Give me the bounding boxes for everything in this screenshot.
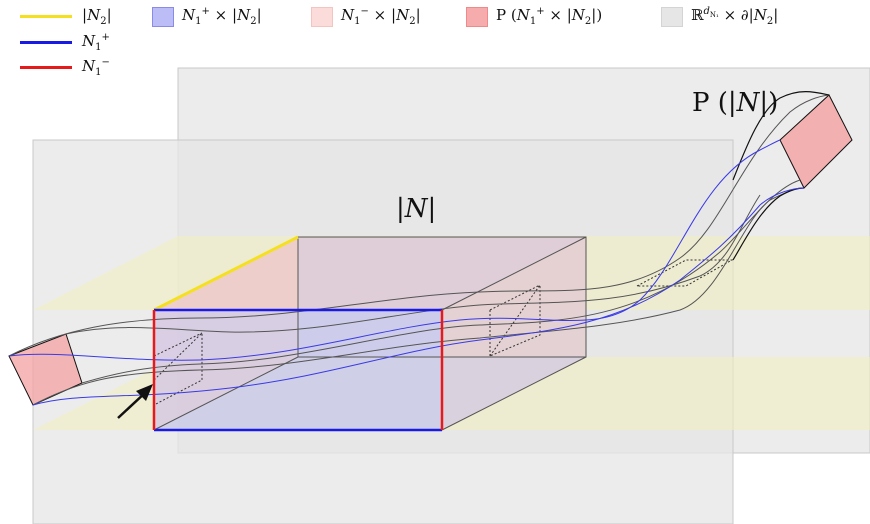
legend-item-n2: |N2| [20, 6, 112, 27]
blue-box-swatch [152, 6, 174, 27]
legend-label-n1-plus: N1+ [82, 32, 110, 53]
pointer-arrow [117, 384, 153, 419]
flow-lines-blue [8, 139, 805, 406]
legend-label-n1-minus: N1− [82, 57, 110, 78]
legend-item-blue-box: N1+ × |N2| [152, 6, 262, 27]
box-front-face [154, 310, 442, 430]
label-n-abs: |N| [396, 194, 437, 224]
yellow-line-swatch [20, 15, 72, 18]
legend-item-n1-minus: N1− [20, 57, 110, 78]
red-box-swatch [466, 6, 488, 27]
flow-lines-black [8, 94, 830, 406]
legend-item-n1-plus: N1+ [20, 32, 110, 53]
legend-item-gray-box: ℝdN₁ × ∂|N2| [661, 6, 778, 27]
label-p-n: P (|N|) [692, 88, 779, 118]
box-edges [153, 236, 587, 431]
legend-item-pink-box: N1− × |N2| [311, 6, 421, 27]
legend-label-pink-box: N1− × |N2| [341, 6, 421, 27]
legend-label-blue-box: N1+ × |N2| [182, 6, 262, 27]
end-cap-right [779, 94, 853, 189]
legend-label-gray-box: ℝdN₁ × ∂|N2| [691, 6, 779, 27]
legend-label-n2: |N2| [82, 6, 112, 27]
n2-edge [153, 235, 299, 312]
red-line-swatch [20, 66, 72, 69]
blue-line-swatch [20, 41, 72, 44]
legend-label-red-box: P (N1+ × |N2|) [496, 6, 603, 27]
legend-item-red-box: P (N1+ × |N2|) [466, 6, 602, 27]
legend: |N2| N1+ N1− N1+ × |N2| N1− × |N2| P (N1… [0, 0, 870, 90]
gray-box-swatch [661, 6, 683, 27]
pink-box-swatch [311, 6, 333, 27]
